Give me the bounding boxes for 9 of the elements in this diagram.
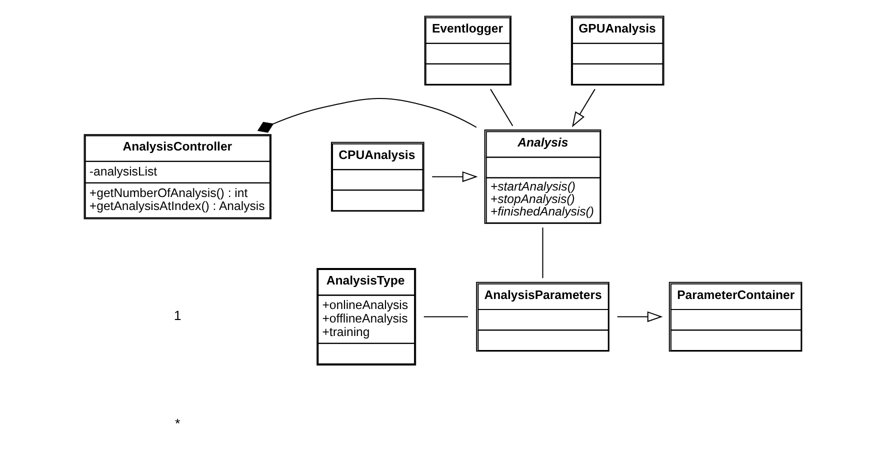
connector [423,316,468,318]
arrow [616,311,662,322]
connector [542,228,543,278]
label: 1 [173,308,181,324]
arrow [572,88,595,128]
label: * [174,416,180,431]
connector [256,98,476,133]
connector [490,88,513,126]
arrow [432,171,478,182]
